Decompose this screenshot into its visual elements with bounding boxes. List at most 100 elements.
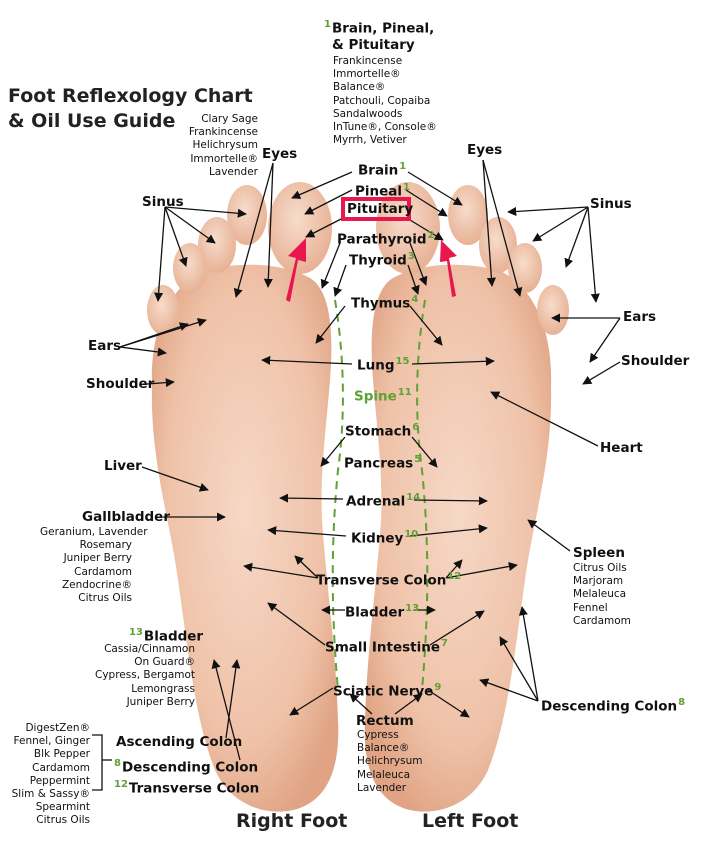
spleen-oil-1: Citrus Oils: [573, 562, 627, 574]
arrow-ascending-colon: [225, 659, 241, 739]
label-shoulder-right: Shoulder: [621, 353, 690, 369]
arrow-sinus-l4: [154, 206, 166, 302]
arrow-small-intestine-r: [267, 602, 326, 646]
label-parathyroid: Parathyroid2: [337, 230, 435, 248]
label-transverse-colon: Transverse Colon12: [316, 571, 462, 589]
top-oil-3: Balance®: [333, 81, 386, 94]
label-pineal: Pineal1: [355, 182, 410, 200]
label-pituitary: Pituitary: [347, 201, 414, 217]
arrow-eyes-r1: [482, 159, 496, 287]
colon-oils-bracket: [92, 734, 103, 791]
arrow-thymus-r: [315, 305, 346, 344]
gallbladder-oil-5: Zendocrine®: [61, 578, 132, 591]
gallbladder-oil-3: Juniper Berry: [63, 552, 132, 565]
bladder-oil-1: Cassia/Cinnamon: [104, 643, 195, 655]
label-spleen: Spleen: [573, 545, 625, 561]
colon-oil-4: Cardamom: [32, 761, 90, 774]
spleen-oil-2: Marjoram: [573, 575, 624, 588]
arrow-rectum-l: [394, 693, 423, 715]
arrow-shoulder-r: [582, 361, 621, 385]
arrow-rectum-r: [349, 693, 373, 715]
arrow-desc-colon-1: [499, 636, 539, 702]
left-big-toe: [376, 182, 440, 274]
colon-oil-5: Peppermint: [29, 774, 90, 787]
bladder-oil-2: On Guard®: [134, 656, 195, 669]
arrow-liver: [141, 466, 209, 492]
arrow-transverse-r1: [243, 562, 319, 579]
rectum-oil-2: Balance®: [357, 742, 410, 755]
arrow-ears-l2: [119, 318, 207, 348]
caption-left-foot: Left Foot: [422, 810, 519, 832]
label-lung: Lung15: [357, 356, 410, 374]
arrow-lines: [92, 159, 621, 791]
arrow-shoulder-l: [146, 378, 175, 388]
label-thymus: Thymus4: [351, 294, 419, 312]
gallbladder-oil-1: Geranium, Lavender: [40, 526, 148, 538]
arrow-lung-r: [261, 355, 353, 365]
eyes-oil-3: Helichrysum: [192, 139, 258, 152]
right-toe-3: [198, 217, 236, 273]
rectum-oil-4: Melaleuca: [357, 768, 411, 781]
label-small-intestine: Small Intestine7: [325, 638, 448, 656]
top-group-heading-2: & Pituitary: [332, 37, 415, 53]
label-adrenal: Adrenal14: [346, 492, 421, 510]
arrow-pineal-r: [304, 189, 353, 215]
arrow-adrenal-r: [279, 493, 344, 503]
arrow-pineal-l: [405, 189, 448, 217]
rectum-oils: Cypress Balance® Helichrysum Melaleuca L…: [357, 729, 423, 795]
arrow-kidney-l: [409, 524, 488, 537]
right-toe-5: [147, 285, 179, 335]
spleen-oil-4: Fennel: [573, 601, 608, 614]
arrow-transverse-r2: [294, 555, 319, 579]
arrow-transverse-l2: [445, 559, 463, 579]
bladder-oil-4: Lemongrass: [131, 682, 195, 695]
right-toe-2: [227, 185, 267, 245]
colon-oil-6: Slim & Sassy®: [11, 788, 90, 801]
label-heart: Heart: [600, 440, 643, 456]
label-ears-right: Ears: [623, 309, 657, 325]
label-stomach: Stomach6: [345, 422, 420, 440]
arrow-sinus-r3: [564, 206, 589, 268]
eyes-oil-4: Immortelle®: [190, 152, 258, 165]
rectum-oil-5: Lavender: [357, 781, 407, 794]
arrow-adrenal-l: [413, 496, 488, 506]
right-big-toe: [268, 182, 332, 274]
pituitary-highlight-box: [341, 197, 411, 221]
gallbladder-oil-4: Cardamom: [74, 565, 132, 578]
arrow-sinus-r1: [507, 206, 589, 217]
gallbladder-oils: Geranium, Lavender Rosemary Juniper Berr…: [40, 526, 148, 605]
arrow-lung-l: [411, 356, 495, 366]
gallbladder-oil-6: Citrus Oils: [78, 592, 132, 605]
spine-line-right-foot: [331, 299, 344, 691]
arrow-eyes-l2: [233, 162, 274, 298]
left-foot-sole: [364, 264, 552, 812]
top-oil-5: Sandalwoods: [333, 107, 403, 120]
bladder-group-oils: Cassia/Cinnamon On Guard® Cypress, Berga…: [95, 643, 195, 709]
arrow-sinus-r4: [587, 206, 600, 303]
colon-oil-8: Citrus Oils: [36, 814, 90, 827]
label-ears-left: Ears: [88, 338, 122, 354]
arrow-desc-colon-3: [518, 606, 539, 702]
arrow-eyes-r2: [482, 159, 523, 297]
label-bladder: Bladder13: [345, 603, 420, 621]
rectum-oil-1: Cypress: [357, 729, 399, 741]
label-eyes-left: Eyes: [262, 146, 298, 162]
chart-title-line-1: Foot Reflexology Chart: [8, 85, 253, 107]
arrow-stomach: [320, 436, 346, 467]
arrow-small-intestine-l: [429, 610, 485, 646]
top-group-number: 1: [324, 19, 331, 30]
arrow-ears-r2: [589, 317, 621, 363]
label-eyes-right: Eyes: [467, 142, 503, 158]
arrow-sciatic-l: [427, 689, 470, 718]
label-pancreas: Pancreas5: [344, 454, 422, 472]
spleen-oil-3: Melaleuca: [573, 588, 627, 601]
pituitary-pointer-right: [286, 238, 306, 302]
arrow-parathyroid-r: [320, 242, 341, 289]
caption-right-foot: Right Foot: [236, 810, 348, 832]
top-group-heading-1: 1Brain, Pineal,: [324, 19, 435, 37]
arrow-thymus-l: [409, 305, 443, 346]
bladder-group-heading: 13Bladder: [129, 627, 204, 645]
right-foot-sole: [151, 264, 339, 812]
